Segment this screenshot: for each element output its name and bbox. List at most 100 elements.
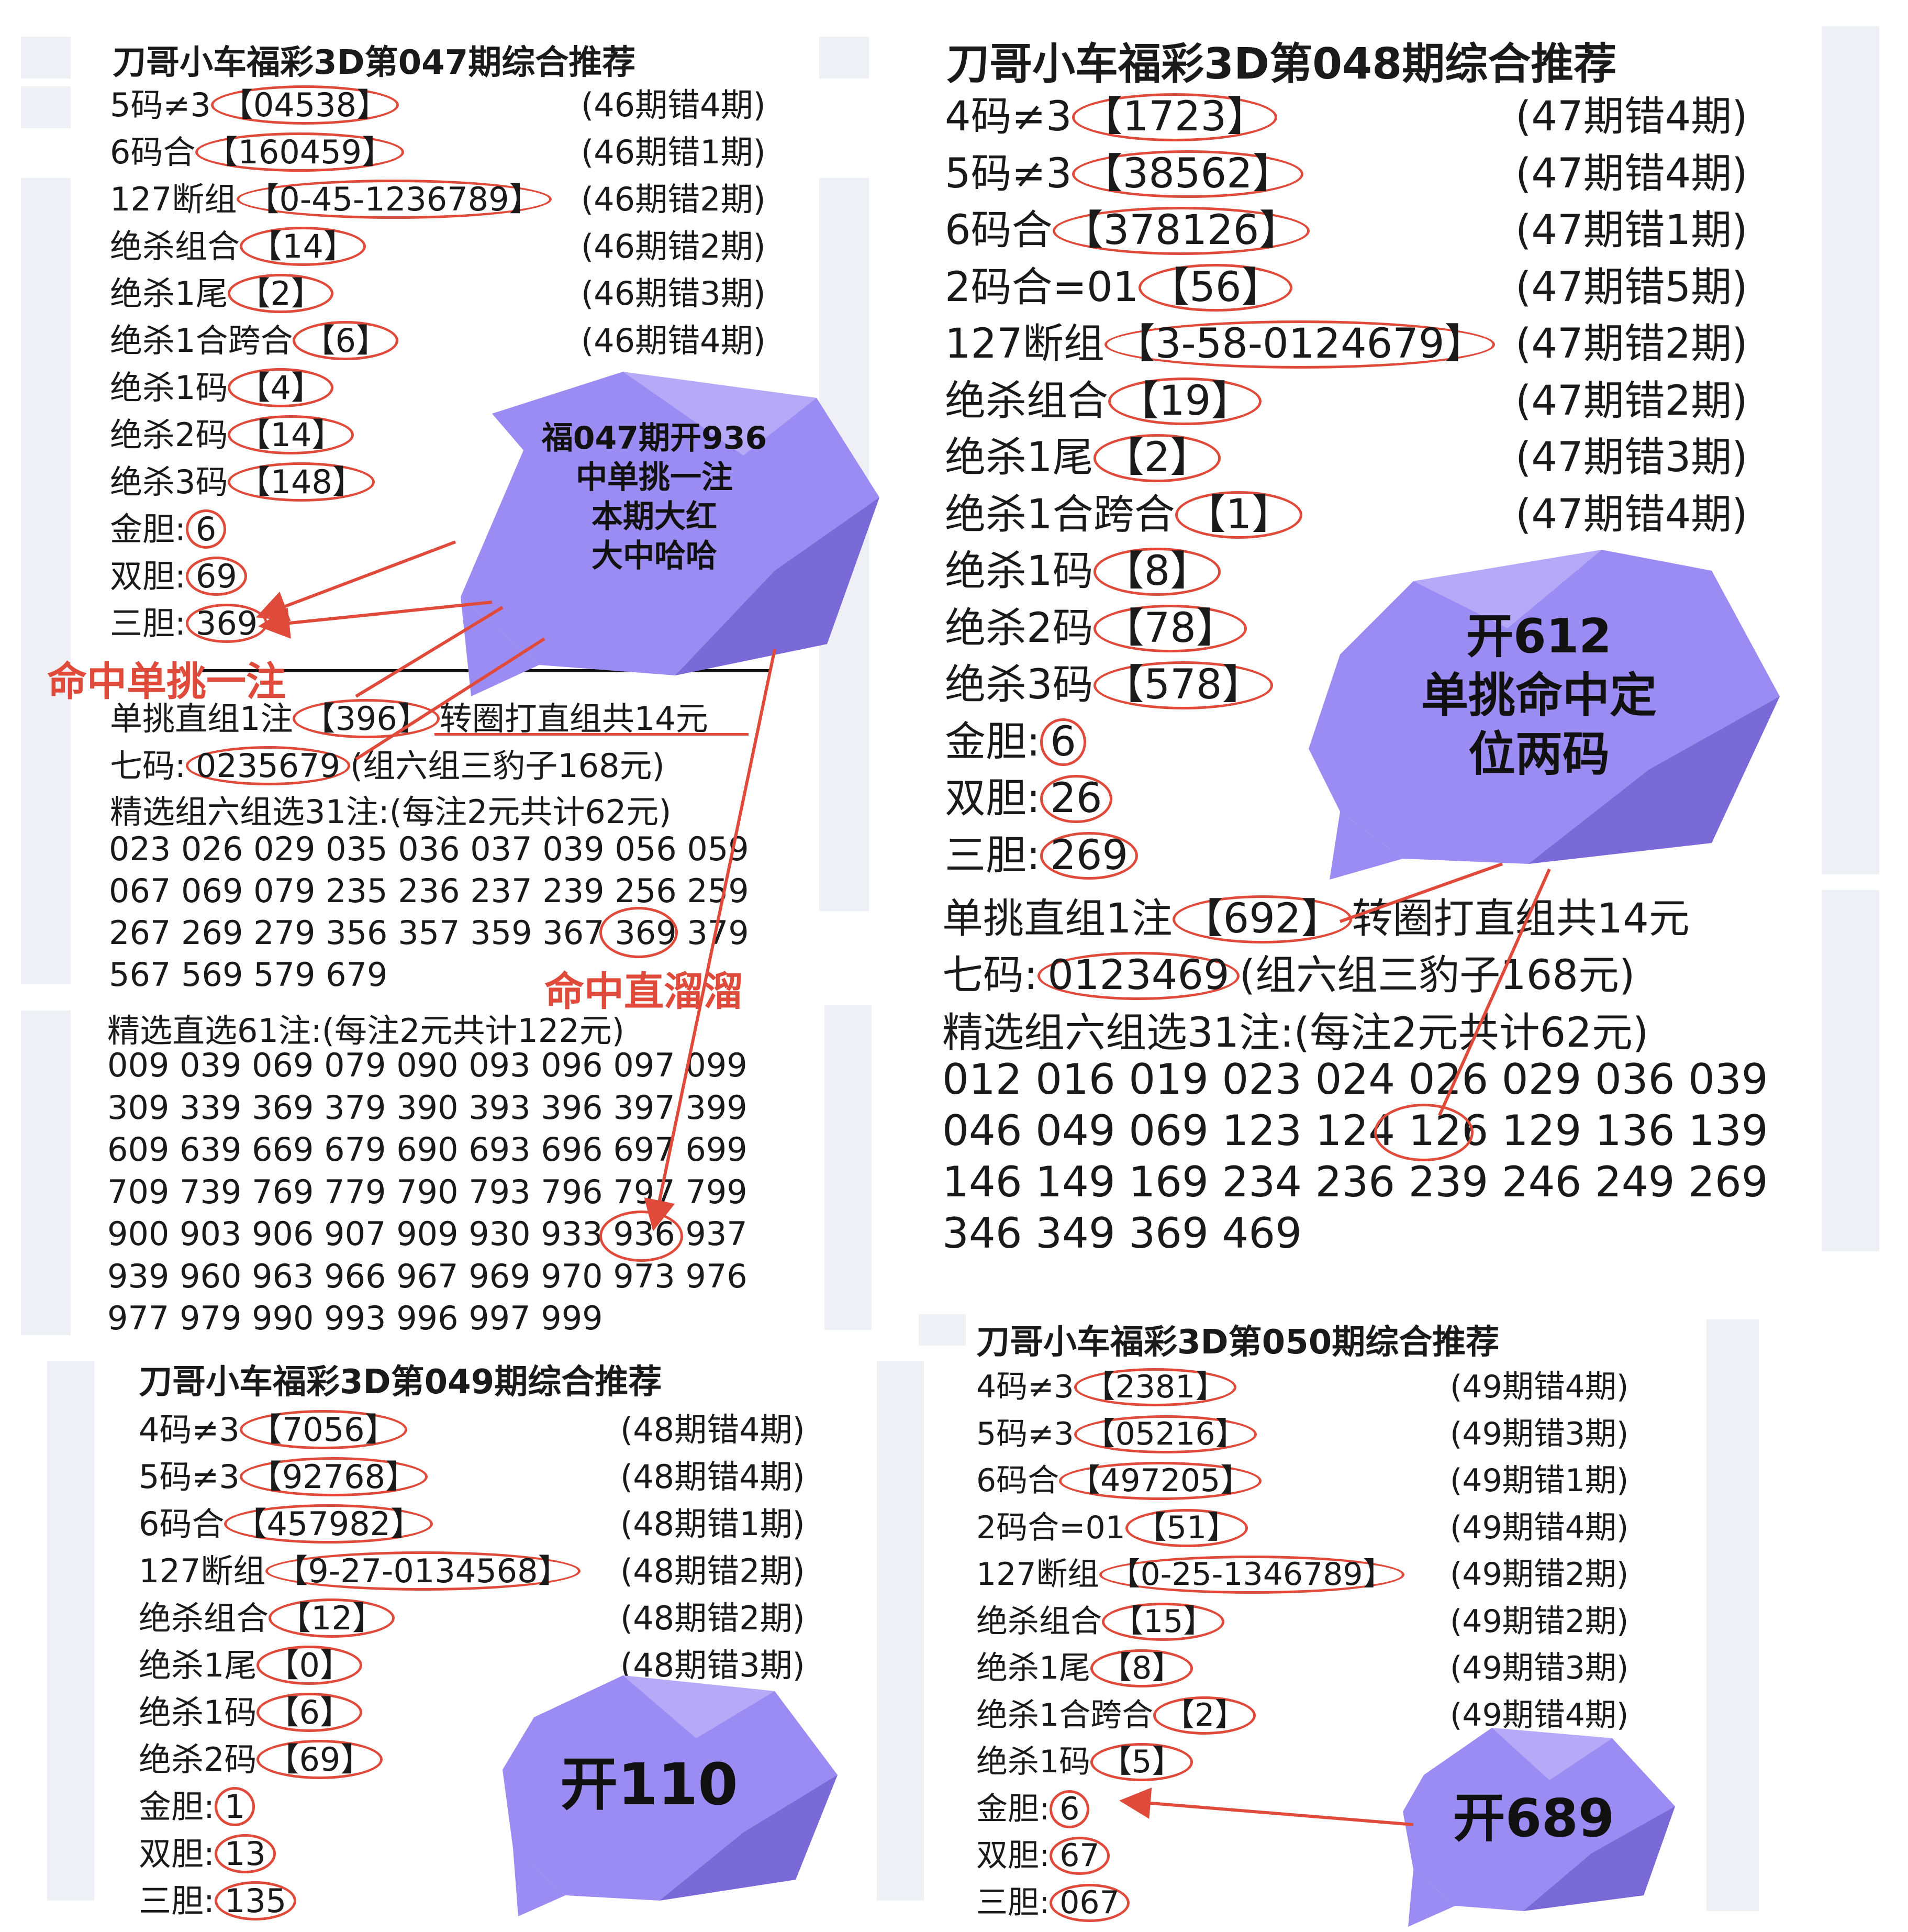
rec-period: (49期错3期)	[1450, 1415, 1629, 1452]
number-line: 939 960 963 966 967 969 970 973 976	[107, 1257, 747, 1295]
rec-row: 金胆:6	[976, 1783, 1090, 1829]
seven-code-suffix: (组六组三豹子168元)	[350, 747, 665, 785]
rec-row: 6码合【457982】	[139, 1497, 433, 1545]
rec-value: 【1】	[1175, 491, 1303, 539]
rec-row: 绝杀组合【12】	[139, 1592, 395, 1639]
rec-period: (46期错3期)	[581, 274, 766, 313]
rec-value: 【19】	[1108, 377, 1262, 426]
rec-value: 269	[1040, 831, 1139, 880]
rec-row: 绝杀1码【8】	[945, 538, 1221, 597]
rec-label: 双胆:	[110, 557, 186, 595]
group-title: 精选组六组选31注:(每注2元共计62元)	[110, 793, 672, 831]
rec-period: (47期错3期)	[1515, 434, 1748, 481]
rec-label: 绝杀1码	[110, 369, 228, 407]
rec-value: 【15】	[1102, 1602, 1225, 1641]
bubble-line: 位两码	[1468, 727, 1610, 782]
rec-period: (48期错4期)	[620, 1411, 805, 1449]
rec-row: 绝杀3码【578】	[945, 652, 1273, 710]
group-title: 精选组六组选31注:(每注2元共计62元)	[942, 1009, 1649, 1057]
rec-row: 绝杀1码【6】	[139, 1686, 362, 1733]
number-line: 067 069 079 235 236 237 239 256 259	[109, 872, 749, 910]
number-line: 046 049 069 123 124 126 129 136 139	[942, 1106, 1768, 1155]
rec-value: 【5】	[1090, 1743, 1193, 1781]
rec-label: 5码≠3	[976, 1415, 1074, 1452]
single-pick-label: 单挑直组1注	[942, 895, 1173, 942]
rec-value: 369	[185, 604, 268, 643]
seven-code-value: 0123469	[1037, 952, 1240, 1000]
rec-row: 绝杀组合【14】	[110, 220, 366, 267]
rec-row: 三胆:369	[110, 597, 268, 644]
rec-value: 067	[1050, 1883, 1130, 1922]
rec-row: 2码合=01【56】	[945, 254, 1292, 313]
rec-row: 绝杀2码【14】	[110, 408, 354, 456]
rec-row: 4码≠3【2381】	[976, 1361, 1237, 1407]
rec-value: 【6】	[293, 321, 398, 361]
rec-label: 5码≠3	[110, 86, 211, 124]
number-line: 977 979 990 993 996 997 999	[107, 1299, 603, 1337]
rec-row: 绝杀组合【15】	[976, 1596, 1225, 1641]
rec-label: 127断组	[139, 1552, 266, 1590]
rec-value: 6	[1040, 718, 1086, 767]
rec-row: 127断组【3-58-0124679】	[945, 311, 1496, 370]
rec-value: 【6】	[256, 1693, 362, 1733]
direct-title: 精选直选61注:(每注2元共计122元)	[107, 1012, 624, 1050]
rec-row: 6码合【497205】	[976, 1455, 1262, 1501]
rec-period: (48期错1期)	[620, 1505, 805, 1543]
bubble-line: 中单挑一注	[576, 459, 733, 496]
rec-row: 三胆:067	[976, 1877, 1130, 1923]
rec-period: (47期错2期)	[1515, 320, 1748, 368]
rec-period: (49期错2期)	[1450, 1603, 1629, 1640]
bubble-line: 开689	[1453, 1787, 1615, 1849]
rec-value: 26	[1040, 775, 1112, 823]
rec-period: (48期错2期)	[620, 1599, 805, 1637]
rec-value: 【2】	[1153, 1696, 1256, 1735]
rec-value: 【0-45-1236789】	[237, 180, 552, 219]
rec-value: 【378126】	[1052, 207, 1310, 255]
rec-row: 绝杀1尾【2】	[110, 267, 333, 314]
rec-row: 绝杀1合跨合【6】	[110, 314, 398, 361]
number-line: 146 149 169 234 236 239 246 249 269	[942, 1158, 1768, 1206]
rec-row: 绝杀1尾【2】	[945, 425, 1221, 483]
bubble-line: 开612	[1466, 609, 1612, 664]
rec-row: 金胆:1	[139, 1780, 255, 1827]
rec-label: 6码合	[976, 1462, 1059, 1499]
rec-label: 绝杀3码	[945, 661, 1094, 708]
rec-label: 三胆:	[945, 831, 1041, 879]
hit-note-direct: 命中直溜溜	[544, 968, 743, 1015]
rec-row: 5码≠3【38562】	[945, 141, 1303, 199]
single-pick-value: 【692】	[1172, 895, 1352, 943]
rec-row: 双胆:67	[976, 1830, 1110, 1875]
single-pick-suffix: 转圈打直组共14元	[439, 699, 708, 738]
rec-label: 绝杀1合跨合	[976, 1696, 1154, 1734]
rec-value: 1	[214, 1787, 255, 1827]
rec-label: 金胆:	[139, 1787, 215, 1826]
rec-value: 【78】	[1093, 604, 1247, 653]
rec-label: 金胆:	[945, 718, 1041, 765]
seven-code-label: 七码:	[110, 747, 186, 785]
number-line: 023 026 029 035 036 037 039 056 059	[109, 830, 749, 868]
rec-label: 绝杀1尾	[110, 274, 228, 313]
rec-value: 【3-58-0124679】	[1104, 320, 1496, 369]
rec-label: 绝杀组合	[139, 1599, 269, 1637]
rec-label: 金胆:	[110, 510, 186, 548]
rec-row: 绝杀1尾【0】	[139, 1639, 362, 1686]
number-line: 012 016 019 023 024 026 029 036 039	[942, 1055, 1768, 1104]
hit-ring-936	[599, 1211, 683, 1262]
rec-value: 67	[1050, 1837, 1110, 1875]
rec-row: 5码≠3【92768】	[139, 1450, 428, 1497]
rec-row: 127断组【0-45-1236789】	[110, 173, 552, 220]
rec-label: 双胆:	[945, 775, 1041, 822]
rec-value: 【14】	[240, 227, 366, 267]
rec-value: 【05216】	[1074, 1415, 1257, 1453]
panel-title: 刀哥小车福彩3D第047期综合推荐	[113, 43, 636, 82]
rec-value: 【12】	[269, 1598, 395, 1638]
rec-period: (49期错4期)	[1450, 1509, 1629, 1546]
rec-row: 127断组【9-27-0134568】	[139, 1545, 581, 1592]
rec-value: 【04538】	[210, 85, 399, 125]
hit-ring-369	[599, 907, 678, 958]
rec-row: 绝杀2码【78】	[945, 595, 1247, 654]
rec-value: 【8】	[1093, 548, 1221, 596]
rec-value: 【8】	[1090, 1649, 1193, 1687]
